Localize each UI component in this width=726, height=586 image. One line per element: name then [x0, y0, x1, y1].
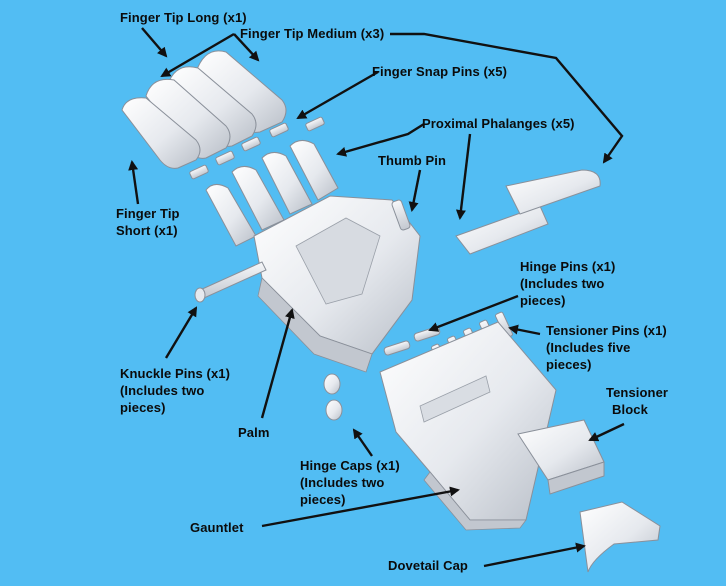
label-hinge-caps-line3: pieces)	[300, 492, 346, 507]
dovetail-cap-part	[579, 501, 661, 573]
label-tensioner-block-line2: Block	[612, 402, 648, 417]
arrow-proximal-phalanges-b	[455, 133, 472, 220]
label-knuckle-pins-line2: (Includes two	[120, 383, 205, 398]
pointer-arrows	[128, 27, 625, 568]
arrow-tensioner-pins	[508, 324, 541, 336]
finger-snap-pins	[189, 116, 325, 180]
arrow-knuckle-pins	[164, 306, 198, 359]
knuckle-pin-part	[194, 261, 267, 303]
arrow-finger-tip-medium-b	[233, 33, 260, 62]
arrow-finger-tip-short	[128, 160, 140, 205]
arrow-gauntlet	[261, 486, 460, 528]
tensioner-block-part	[517, 419, 605, 495]
arrow-proximal-phalanges-a	[336, 122, 425, 157]
arrow-palm	[260, 308, 295, 419]
label-knuckle-pins-line1: Knuckle Pins (x1)	[120, 366, 231, 381]
label-hinge-pins-line1: Hinge Pins (x1)	[520, 259, 616, 274]
arrow-dovetail-cap	[483, 542, 586, 568]
label-tensioner-block-line1: Tensioner	[606, 385, 669, 400]
arrow-finger-tip-medium-a	[160, 32, 235, 78]
thumb-pin-part	[391, 199, 411, 231]
label-tensioner-pins-line2: (Includes five	[546, 340, 631, 355]
arrow-finger-snap-pins	[296, 70, 379, 120]
label-tensioner-pins-line1: Tensioner Pins (x1)	[546, 323, 667, 338]
palm-part	[253, 195, 421, 373]
hinge-caps-part	[323, 373, 343, 421]
label-palm: Palm	[238, 425, 270, 440]
gauntlet-part	[379, 321, 557, 531]
label-finger-tip-short-line2: Short (x1)	[116, 223, 178, 238]
arrow-hinge-caps	[352, 428, 373, 457]
arrow-finger-tip-medium-c	[390, 32, 624, 164]
label-proximal-phalanges: Proximal Phalanges (x5)	[422, 116, 575, 131]
label-dovetail-cap: Dovetail Cap	[388, 558, 468, 573]
label-knuckle-pins-line3: pieces)	[120, 400, 166, 415]
label-hinge-pins-line2: (Includes two	[520, 276, 605, 291]
arrow-tensioner-block	[588, 422, 625, 442]
label-gauntlet: Gauntlet	[190, 520, 244, 535]
arrow-hinge-pins	[428, 294, 519, 332]
label-tensioner-pins-line3: pieces)	[546, 357, 592, 372]
thumb-part	[455, 169, 601, 255]
label-hinge-pins-line3: pieces)	[520, 293, 566, 308]
arrow-finger-tip-long	[141, 27, 168, 58]
proximal-phalanges	[205, 140, 339, 247]
label-thumb-pin: Thumb Pin	[378, 153, 447, 168]
label-finger-tip-medium: Finger Tip Medium (x3)	[240, 26, 385, 41]
label-finger-snap-pins: Finger Snap Pins (x5)	[372, 64, 508, 79]
label-hinge-caps-line1: Hinge Caps (x1)	[300, 458, 400, 473]
finger-tips	[121, 50, 287, 169]
finger-tip-short-part	[121, 97, 201, 169]
label-hinge-caps-line2: (Includes two	[300, 475, 385, 490]
label-finger-tip-short-line1: Finger Tip	[116, 206, 180, 221]
label-finger-tip-long: Finger Tip Long (x1)	[120, 10, 247, 25]
arrow-thumb-pin	[408, 169, 422, 212]
